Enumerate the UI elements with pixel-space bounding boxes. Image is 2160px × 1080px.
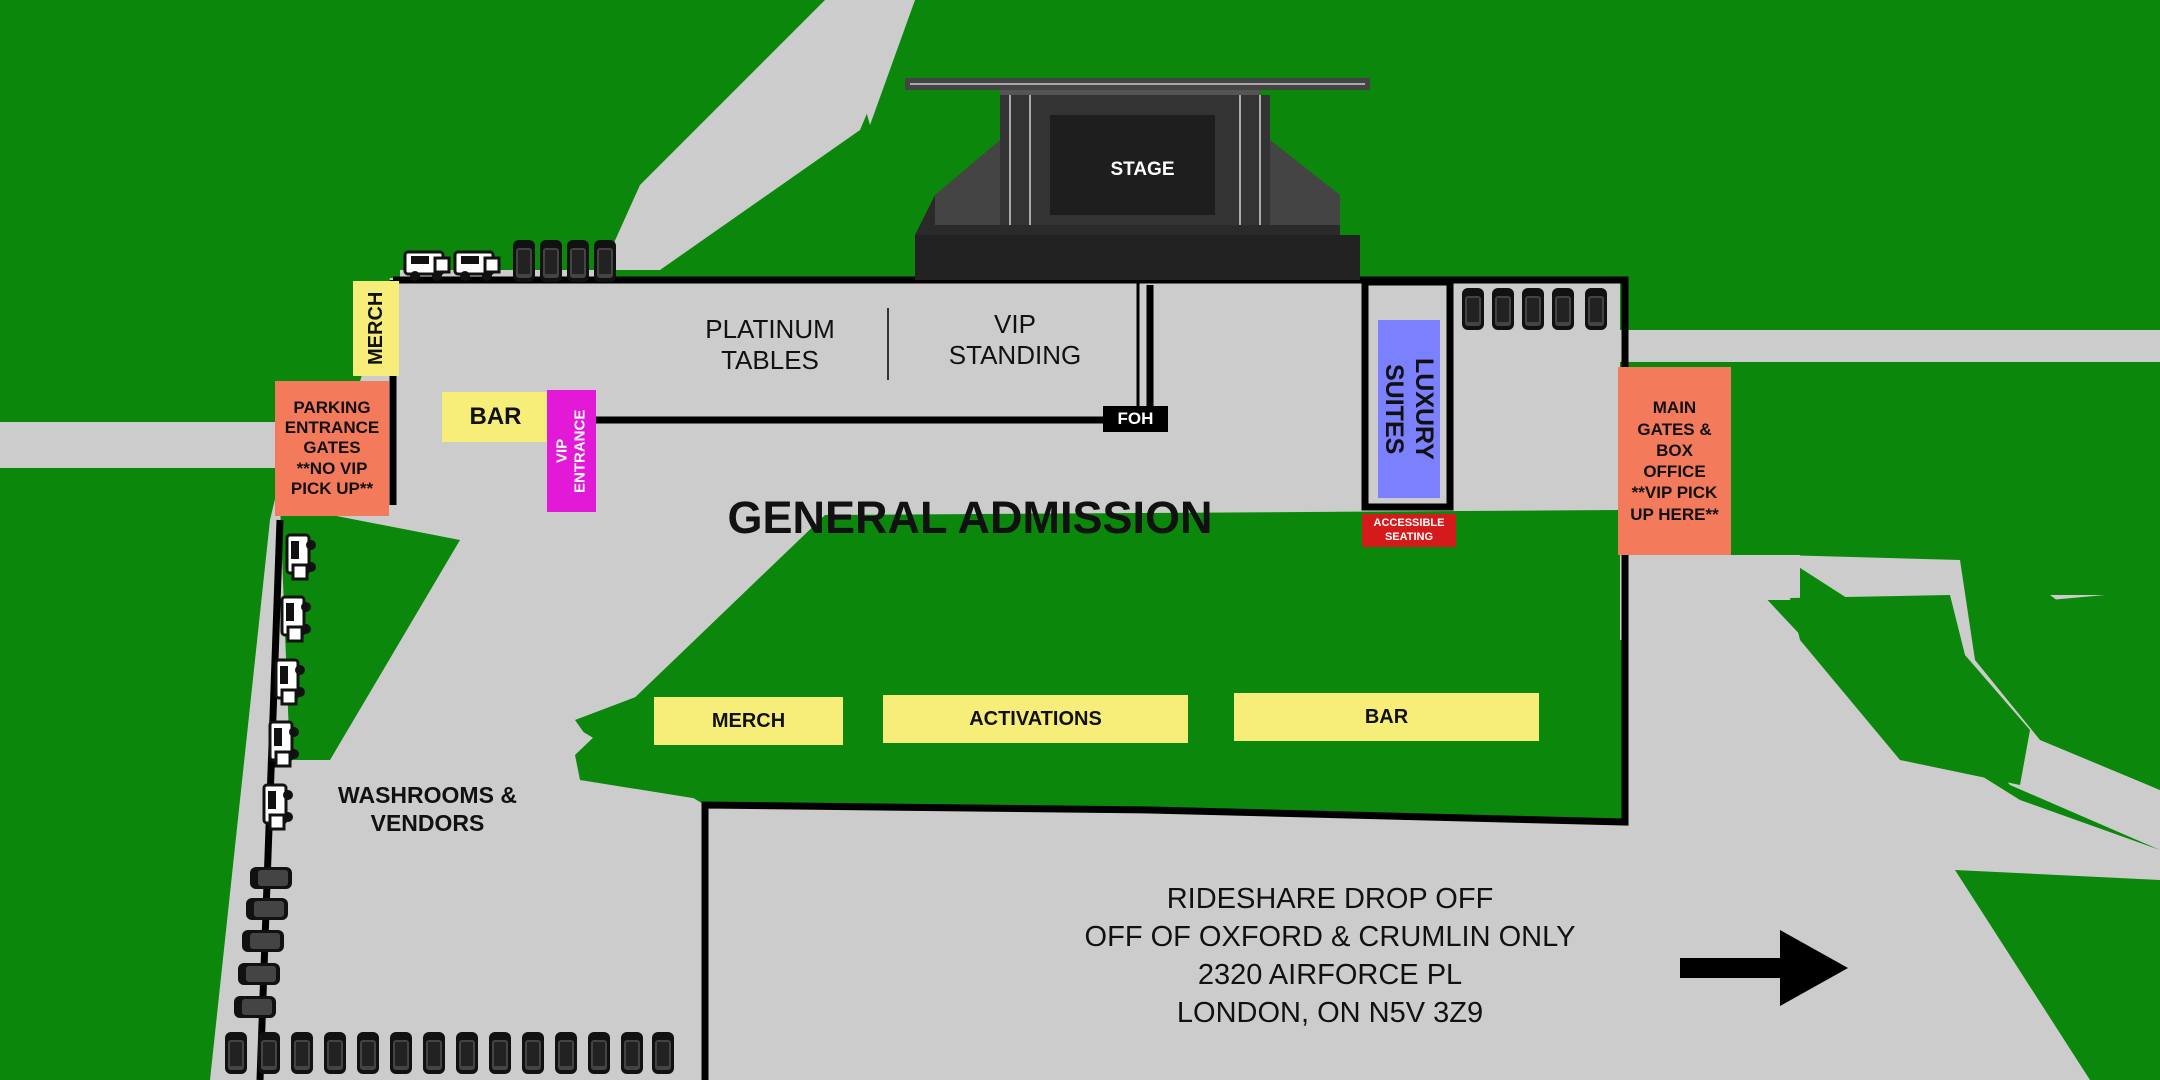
general-admission-zone: GENERAL ADMISSION (727, 491, 1213, 543)
rideshare-title: RIDESHARE DROP OFF (1166, 883, 1494, 915)
merch-booth-top: MERCH (353, 281, 399, 376)
arrow-right-icon (1680, 930, 1848, 1006)
platinum-tables-zone: PLATINUM TABLES (705, 313, 835, 375)
rideshare-info: RIDESHARE DROP OFF OFF OF OXFORD & CRUML… (1020, 880, 1640, 1032)
foh-zone: FOH (1103, 406, 1168, 432)
stage-label: STAGE (1110, 158, 1175, 180)
bar-booth-bottom: BAR (1234, 693, 1539, 741)
rideshare-streets: OFF OF OXFORD & CRUMLIN ONLY (1084, 921, 1576, 953)
vip-standing-zone: VIP STANDING (948, 308, 1082, 370)
activations-booth: ACTIVATIONS (883, 695, 1188, 743)
parking-entrance-gates: PARKING ENTRANCE GATES **NO VIP PICK UP*… (275, 381, 389, 516)
stage-structure (905, 78, 1370, 280)
luxury-suites-zone: LUXURY SUITES (1378, 320, 1440, 498)
merch-booth-bottom: MERCH (654, 697, 843, 745)
rideshare-city: LONDON, ON N5V 3Z9 (1176, 997, 1484, 1029)
vip-entrance: VIP ENTRANCE (547, 390, 596, 512)
bar-booth-left: BAR (442, 392, 549, 442)
rideshare-address: 2320 AIRFORCE PL (1197, 959, 1463, 991)
accessible-seating-zone: ACCESSIBLE SEATING (1362, 514, 1456, 547)
washrooms-vendors-zone: WASHROOMS & VENDORS (338, 782, 517, 836)
main-gates-box-office: MAIN GATES & BOX OFFICE **VIP PICK UP HE… (1618, 367, 1731, 555)
